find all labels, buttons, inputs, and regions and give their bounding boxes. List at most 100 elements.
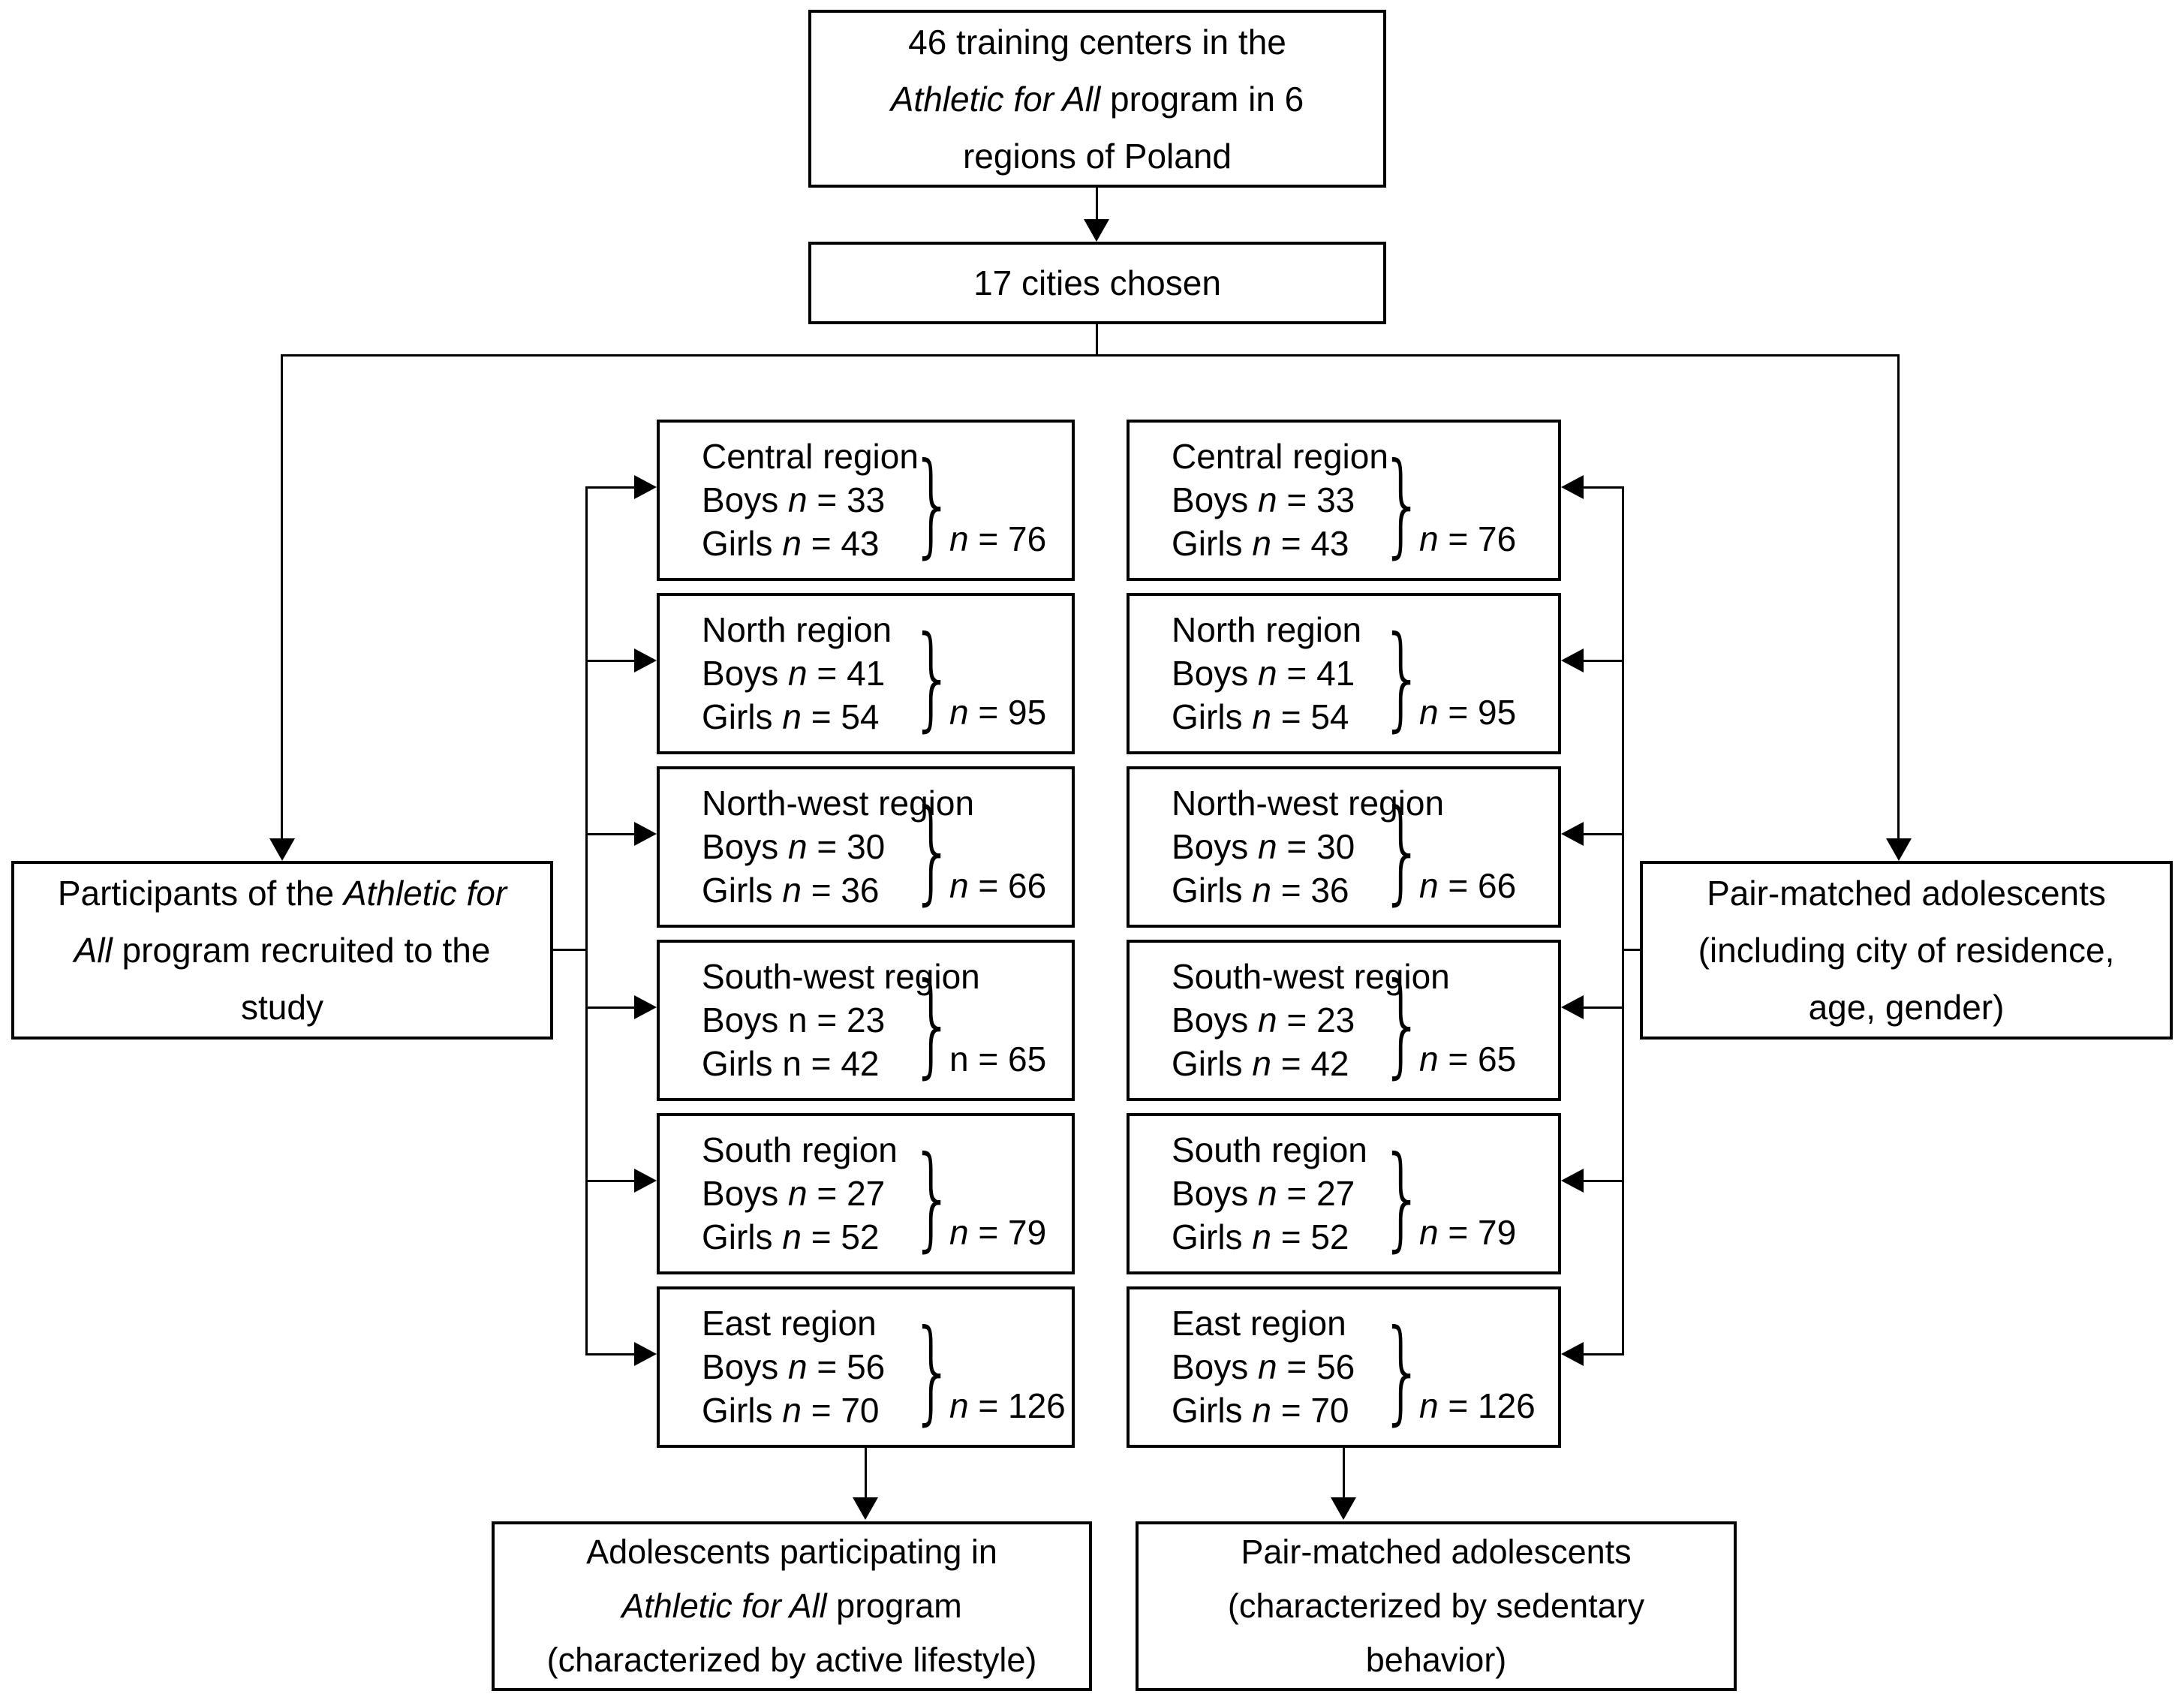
region-title: East region: [702, 1304, 877, 1343]
region-title: South region: [702, 1130, 898, 1169]
text-line: age, gender): [1808, 988, 2005, 1027]
connector-line: [281, 354, 1900, 357]
brace-icon: }: [1380, 439, 1425, 570]
region-box-left-south-region: South region Boys n = 27 Girls n = 52 } …: [657, 1113, 1075, 1274]
arrow-right-icon: [634, 1169, 657, 1193]
text-line: Participants of the Athletic for: [57, 874, 507, 913]
arrow-down-icon: [269, 838, 295, 861]
arrow-down-icon: [853, 1497, 878, 1520]
arrow-right-icon: [634, 475, 657, 499]
connector-line: [1096, 324, 1098, 357]
connector-line: [1581, 1006, 1624, 1009]
region-total-count: n = 66: [1419, 866, 1517, 905]
region-girls-count: Girls n = 36: [1172, 871, 1349, 910]
connector-line: [1581, 1180, 1624, 1182]
region-boys-count: Boys n = 41: [1172, 654, 1355, 693]
arrow-down-icon: [1886, 838, 1912, 861]
connector-line: [585, 1180, 637, 1182]
text-line: (characterized by sedentary: [1227, 1587, 1645, 1625]
region-total-count: n = 79: [949, 1213, 1047, 1252]
connector-line: [281, 354, 283, 838]
region-title: North-west region: [702, 784, 975, 823]
region-total-count: n = 76: [949, 519, 1047, 558]
arrow-left-icon: [1561, 995, 1584, 1019]
connector-line: [585, 660, 637, 662]
text-line: (including city of residence,: [1698, 931, 2115, 970]
text-line: study: [241, 988, 323, 1027]
connector-line: [585, 1353, 637, 1355]
region-total-count: n = 79: [1419, 1213, 1517, 1252]
text-line: Pair-matched adolescents: [1241, 1533, 1632, 1571]
text-line: (characterized by active lifestyle): [546, 1641, 1037, 1679]
region-girls-count: Girls n = 43: [702, 524, 880, 563]
region-girls-count: Girls n = 70: [1172, 1391, 1349, 1430]
region-boys-count: Boys n = 33: [1172, 480, 1355, 519]
region-total-count: n = 65: [1419, 1040, 1517, 1079]
region-box-right-central-region: Central region Boys n = 33 Girls n = 43 …: [1127, 420, 1561, 581]
arrow-right-icon: [634, 648, 657, 672]
connector-line: [1581, 486, 1624, 489]
brace-icon: }: [910, 959, 955, 1090]
region-title: North region: [1172, 610, 1362, 649]
text-line: All program recruited to the: [74, 931, 491, 970]
connector-line: [1581, 1353, 1624, 1355]
region-box-left-central-region: Central region Boys n = 33 Girls n = 43 …: [657, 420, 1075, 581]
arrow-left-icon: [1561, 1342, 1584, 1366]
region-girls-count: Girls n = 42: [1172, 1044, 1349, 1083]
region-title: South region: [1172, 1130, 1367, 1169]
region-box-left-north-west-region: North-west region Boys n = 30 Girls n = …: [657, 766, 1075, 928]
region-girls-count: Girls n = 42: [702, 1044, 880, 1083]
connector-line: [1622, 486, 1624, 1355]
arrow-down-icon: [1331, 1497, 1356, 1520]
region-title: South-west region: [1172, 957, 1450, 996]
brace-icon: }: [1380, 612, 1425, 743]
region-box-right-south-west-region: South-west region Boys n = 23 Girls n = …: [1127, 940, 1561, 1101]
region-box-right-north-west-region: North-west region Boys n = 30 Girls n = …: [1127, 766, 1561, 928]
text-line: Athletic for All program: [621, 1587, 962, 1625]
region-boys-count: Boys n = 56: [702, 1347, 886, 1386]
cities-box: 17 cities chosen: [808, 242, 1386, 324]
brace-icon: }: [910, 786, 955, 916]
region-boys-count: Boys n = 41: [702, 654, 886, 693]
connector-line: [552, 949, 588, 951]
region-girls-count: Girls n = 52: [702, 1217, 880, 1256]
connector-line: [1096, 188, 1098, 224]
region-total-count: n = 65: [949, 1040, 1047, 1079]
region-girls-count: Girls n = 52: [1172, 1217, 1349, 1256]
arrow-left-icon: [1561, 822, 1584, 846]
region-girls-count: Girls n = 36: [702, 871, 880, 910]
connector-line: [865, 1448, 867, 1497]
connector-line: [585, 1006, 637, 1009]
text-line: 17 cities chosen: [973, 263, 1221, 302]
brace-icon: }: [1380, 959, 1425, 1090]
arrow-left-icon: [1561, 475, 1584, 499]
region-boys-count: Boys n = 27: [702, 1174, 886, 1213]
region-box-left-north-region: North region Boys n = 41 Girls n = 54 } …: [657, 593, 1075, 754]
region-total-count: n = 95: [1419, 693, 1517, 732]
region-girls-count: Girls n = 43: [1172, 524, 1349, 563]
brace-icon: }: [1380, 1306, 1425, 1437]
brace-icon: }: [910, 1133, 955, 1263]
brace-icon: }: [910, 439, 955, 570]
region-boys-count: Boys n = 30: [702, 827, 886, 866]
region-boys-count: Boys n = 30: [1172, 827, 1355, 866]
text-line: Pair-matched adolescents: [1707, 874, 2106, 913]
region-boys-count: Boys n = 56: [1172, 1347, 1355, 1386]
region-title: East region: [1172, 1304, 1346, 1343]
text-line: behavior): [1365, 1641, 1507, 1679]
connector-line: [585, 486, 588, 1355]
arrow-right-icon: [634, 1342, 657, 1366]
region-title: North-west region: [1172, 784, 1445, 823]
region-title: South-west region: [702, 957, 980, 996]
region-boys-count: Boys n = 33: [702, 480, 886, 519]
connector-line: [1581, 833, 1624, 835]
text-line: Athletic for All program in 6: [890, 79, 1304, 119]
region-boys-count: Boys n = 23: [1172, 1000, 1355, 1040]
arrow-down-icon: [1084, 219, 1109, 242]
region-boys-count: Boys n = 23: [702, 1000, 886, 1040]
connector-line: [1343, 1448, 1345, 1497]
region-total-count: n = 66: [949, 866, 1047, 905]
